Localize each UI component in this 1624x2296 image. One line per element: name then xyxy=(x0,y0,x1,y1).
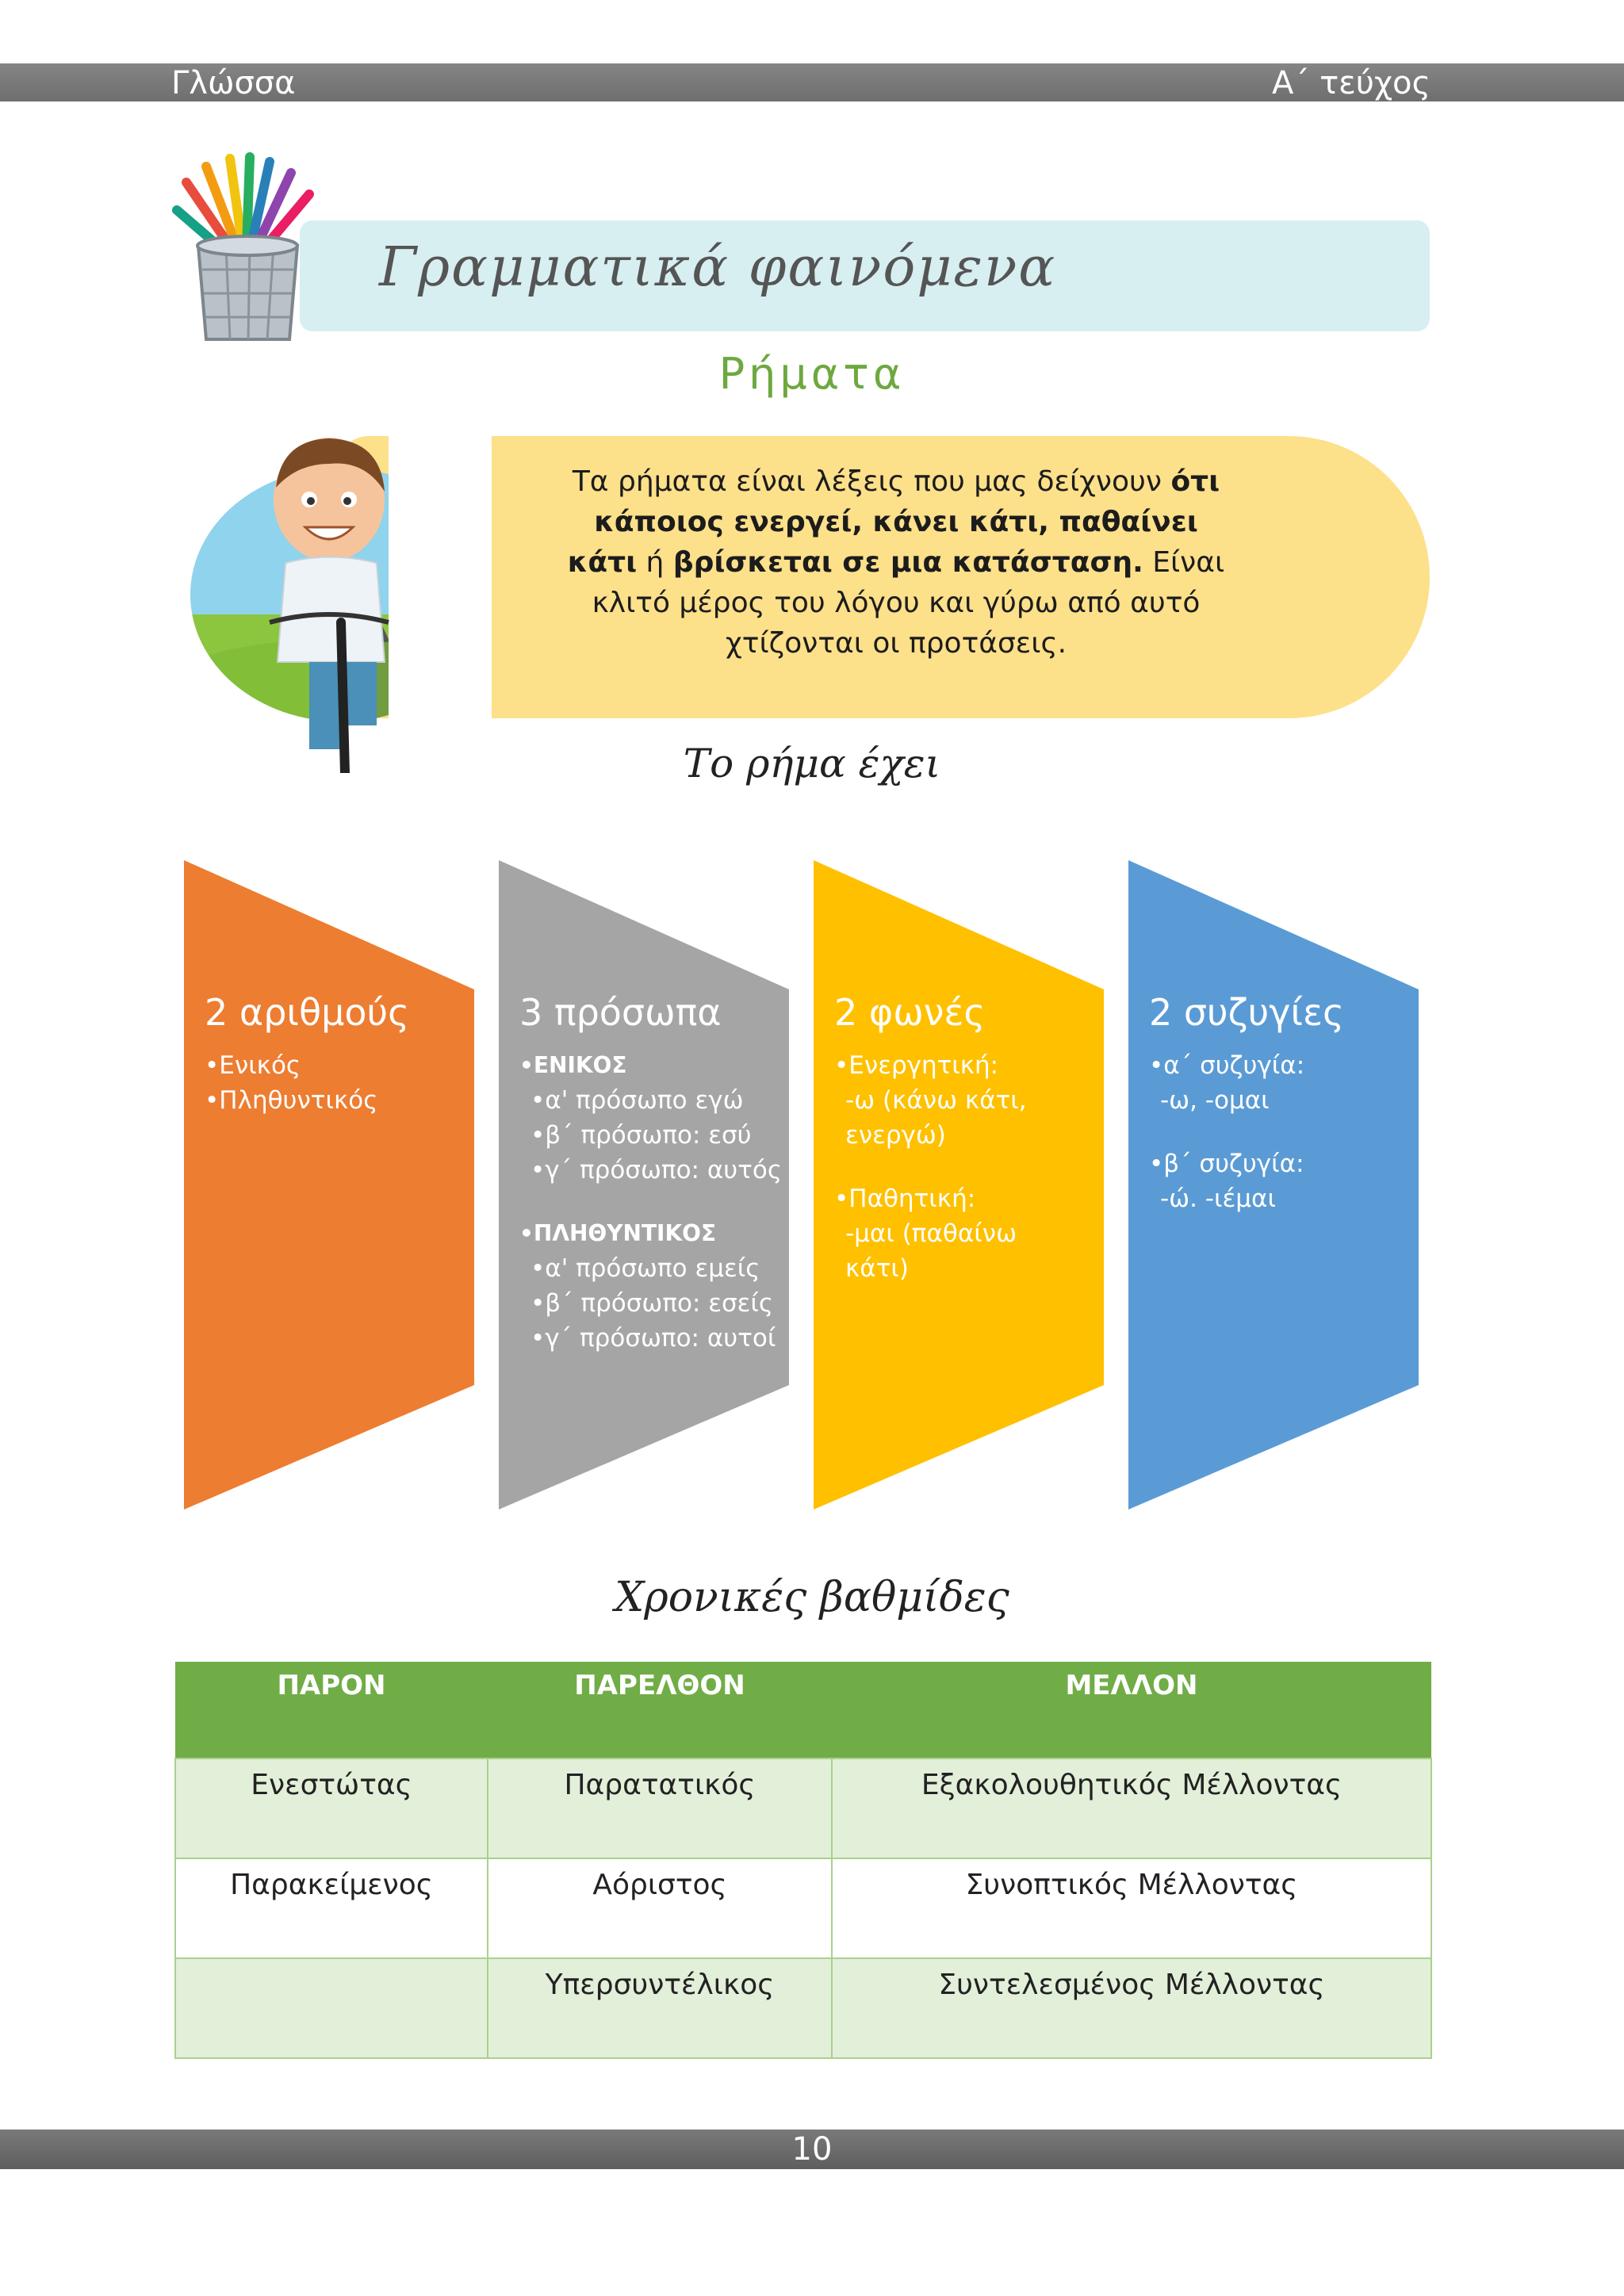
pencil-cup-icon xyxy=(172,152,314,341)
intro-bold-1: ότι κάποιος ενεργεί, κάνει κάτι, παθαίνε… xyxy=(567,465,1220,579)
column-header: ΠΑΡΕΛΘΟΝ xyxy=(488,1662,832,1758)
card-numbers: 2 αριθμούς •Ενικός •Πληθυντικός xyxy=(205,991,466,1118)
table-cell: Ενεστώτας xyxy=(174,1758,488,1859)
card-line: κάτι) xyxy=(845,1254,909,1283)
footer-bar xyxy=(0,2130,1624,2169)
card-line: •β΄ συζυγία: xyxy=(1149,1150,1304,1178)
card-line: •γ΄ πρόσωπο: αυτός xyxy=(530,1156,783,1184)
page-subtitle: Ρήματα xyxy=(718,349,906,399)
verb-features-diagram xyxy=(184,860,1419,1510)
card-persons: 3 πρόσωπα •ΕΝΙΚΟΣ •α' πρόσωπο εγώ •β΄ πρ… xyxy=(519,991,783,1356)
card-shape-conjugations xyxy=(1128,860,1419,1510)
table-cell: Συντελεσμένος Μέλλοντας xyxy=(831,1957,1432,2059)
intro-part-2: ή xyxy=(637,546,673,579)
table-cell: Συνοπτικός Μέλλοντας xyxy=(831,1858,1432,1959)
table-cell: Αόριστος xyxy=(487,1858,833,1959)
card-line: -ω (κάνω κάτι, xyxy=(845,1086,1027,1115)
card-line: •Ενικός xyxy=(205,1051,301,1080)
card-line: •ΕΝΙΚΟΣ xyxy=(519,1052,627,1078)
table-cell: Εξακολουθητικός Μέλλοντας xyxy=(831,1758,1432,1859)
card-line: •β΄ πρόσωπο: εσύ xyxy=(530,1121,752,1150)
intro-bold-2: βρίσκεται σε μια κατάσταση. xyxy=(672,546,1143,579)
issue-label: Α΄ τεύχος xyxy=(1272,65,1431,101)
card-title: 2 συζυγίες xyxy=(1149,991,1344,1034)
card-line: •α' πρόσωπο εμείς xyxy=(530,1254,760,1283)
table-cell xyxy=(174,1957,488,2059)
card-line: •Παθητική: xyxy=(834,1184,976,1213)
tenses-table: ΠΑΡΟΝ ΠΑΡΕΛΘΟΝ ΜΕΛΛΟΝ Ενεστώτας Παρατατι… xyxy=(174,1662,1432,2059)
section-heading-tenses: Χρονικές βαθμίδες xyxy=(615,1574,1009,1621)
card-title: 2 φωνές xyxy=(834,991,986,1034)
intro-box xyxy=(337,436,1430,718)
column-header: ΠΑΡΟΝ xyxy=(175,1662,488,1758)
table-row: Ενεστώτας Παρατατικός Εξακολουθητικός Μέ… xyxy=(174,1758,1432,1859)
card-title: 3 πρόσωπα xyxy=(519,991,722,1034)
card-line: -μαι (παθαίνω xyxy=(845,1219,1017,1248)
card-line: -ώ. -ιέμαι xyxy=(1160,1184,1276,1213)
page-number: 10 xyxy=(791,2131,833,2168)
page-title: Γραμματικά φαινόμενα xyxy=(379,236,1057,299)
card-title: 2 αριθμούς xyxy=(205,991,410,1034)
intro-part-1: Τα ρήματα είναι λέξεις που μας δείχνουν xyxy=(572,465,1171,498)
card-line: •ΠΛΗΘΥΝΤΙΚΟΣ xyxy=(519,1220,717,1246)
card-voices: 2 φωνές •Ενεργητική: -ω (κάνω κάτι, ενερ… xyxy=(834,991,1096,1286)
card-line: •Πληθυντικός xyxy=(205,1086,378,1115)
card-shape-persons xyxy=(499,860,789,1510)
table-cell: Υπερσυντέλικος xyxy=(487,1957,833,2059)
table-cell: Παρατατικός xyxy=(487,1758,833,1859)
card-line: •β΄ πρόσωπο: εσείς xyxy=(530,1289,774,1318)
card-shape-voices xyxy=(814,860,1104,1510)
subject-label: Γλώσσα xyxy=(171,65,296,101)
table-row: Παρακείμενος Αόριστος Συνοπτικός Μέλλοντ… xyxy=(174,1858,1432,1959)
title-banner xyxy=(300,220,1430,331)
card-line: ενεργώ) xyxy=(845,1121,946,1150)
header-bar: Γλώσσα Α΄ τεύχος xyxy=(0,63,1624,101)
card-line: •γ΄ πρόσωπο: αυτοί xyxy=(530,1324,776,1353)
card-line: -ω, -ομαι xyxy=(1160,1086,1270,1115)
card-shape-numbers xyxy=(184,860,474,1510)
card-line: •Ενεργητική: xyxy=(834,1051,999,1080)
card-conjugations: 2 συζυγίες •α΄ συζυγία: -ω, -ομαι •β΄ συ… xyxy=(1149,991,1411,1216)
table-cell: Παρακείμενος xyxy=(174,1858,488,1959)
card-line: •α΄ συζυγία: xyxy=(1149,1051,1305,1080)
intro-part-3: Είναι κλιτό μέρος του λόγου και γύρω από… xyxy=(592,546,1225,660)
table-row: Υπερσυντέλικος Συντελεσμένος Μέλλοντας xyxy=(174,1957,1432,2059)
section-heading-verb-has: Το ρήμα έχει xyxy=(683,740,941,786)
column-header: ΜΕΛΛΟΝ xyxy=(832,1662,1431,1758)
intro-text: Τα ρήματα είναι λέξεις που μας δείχνουν … xyxy=(567,461,1225,664)
boy-on-bicycle-icon xyxy=(190,424,492,773)
card-line: •α' πρόσωπο εγώ xyxy=(530,1086,744,1115)
